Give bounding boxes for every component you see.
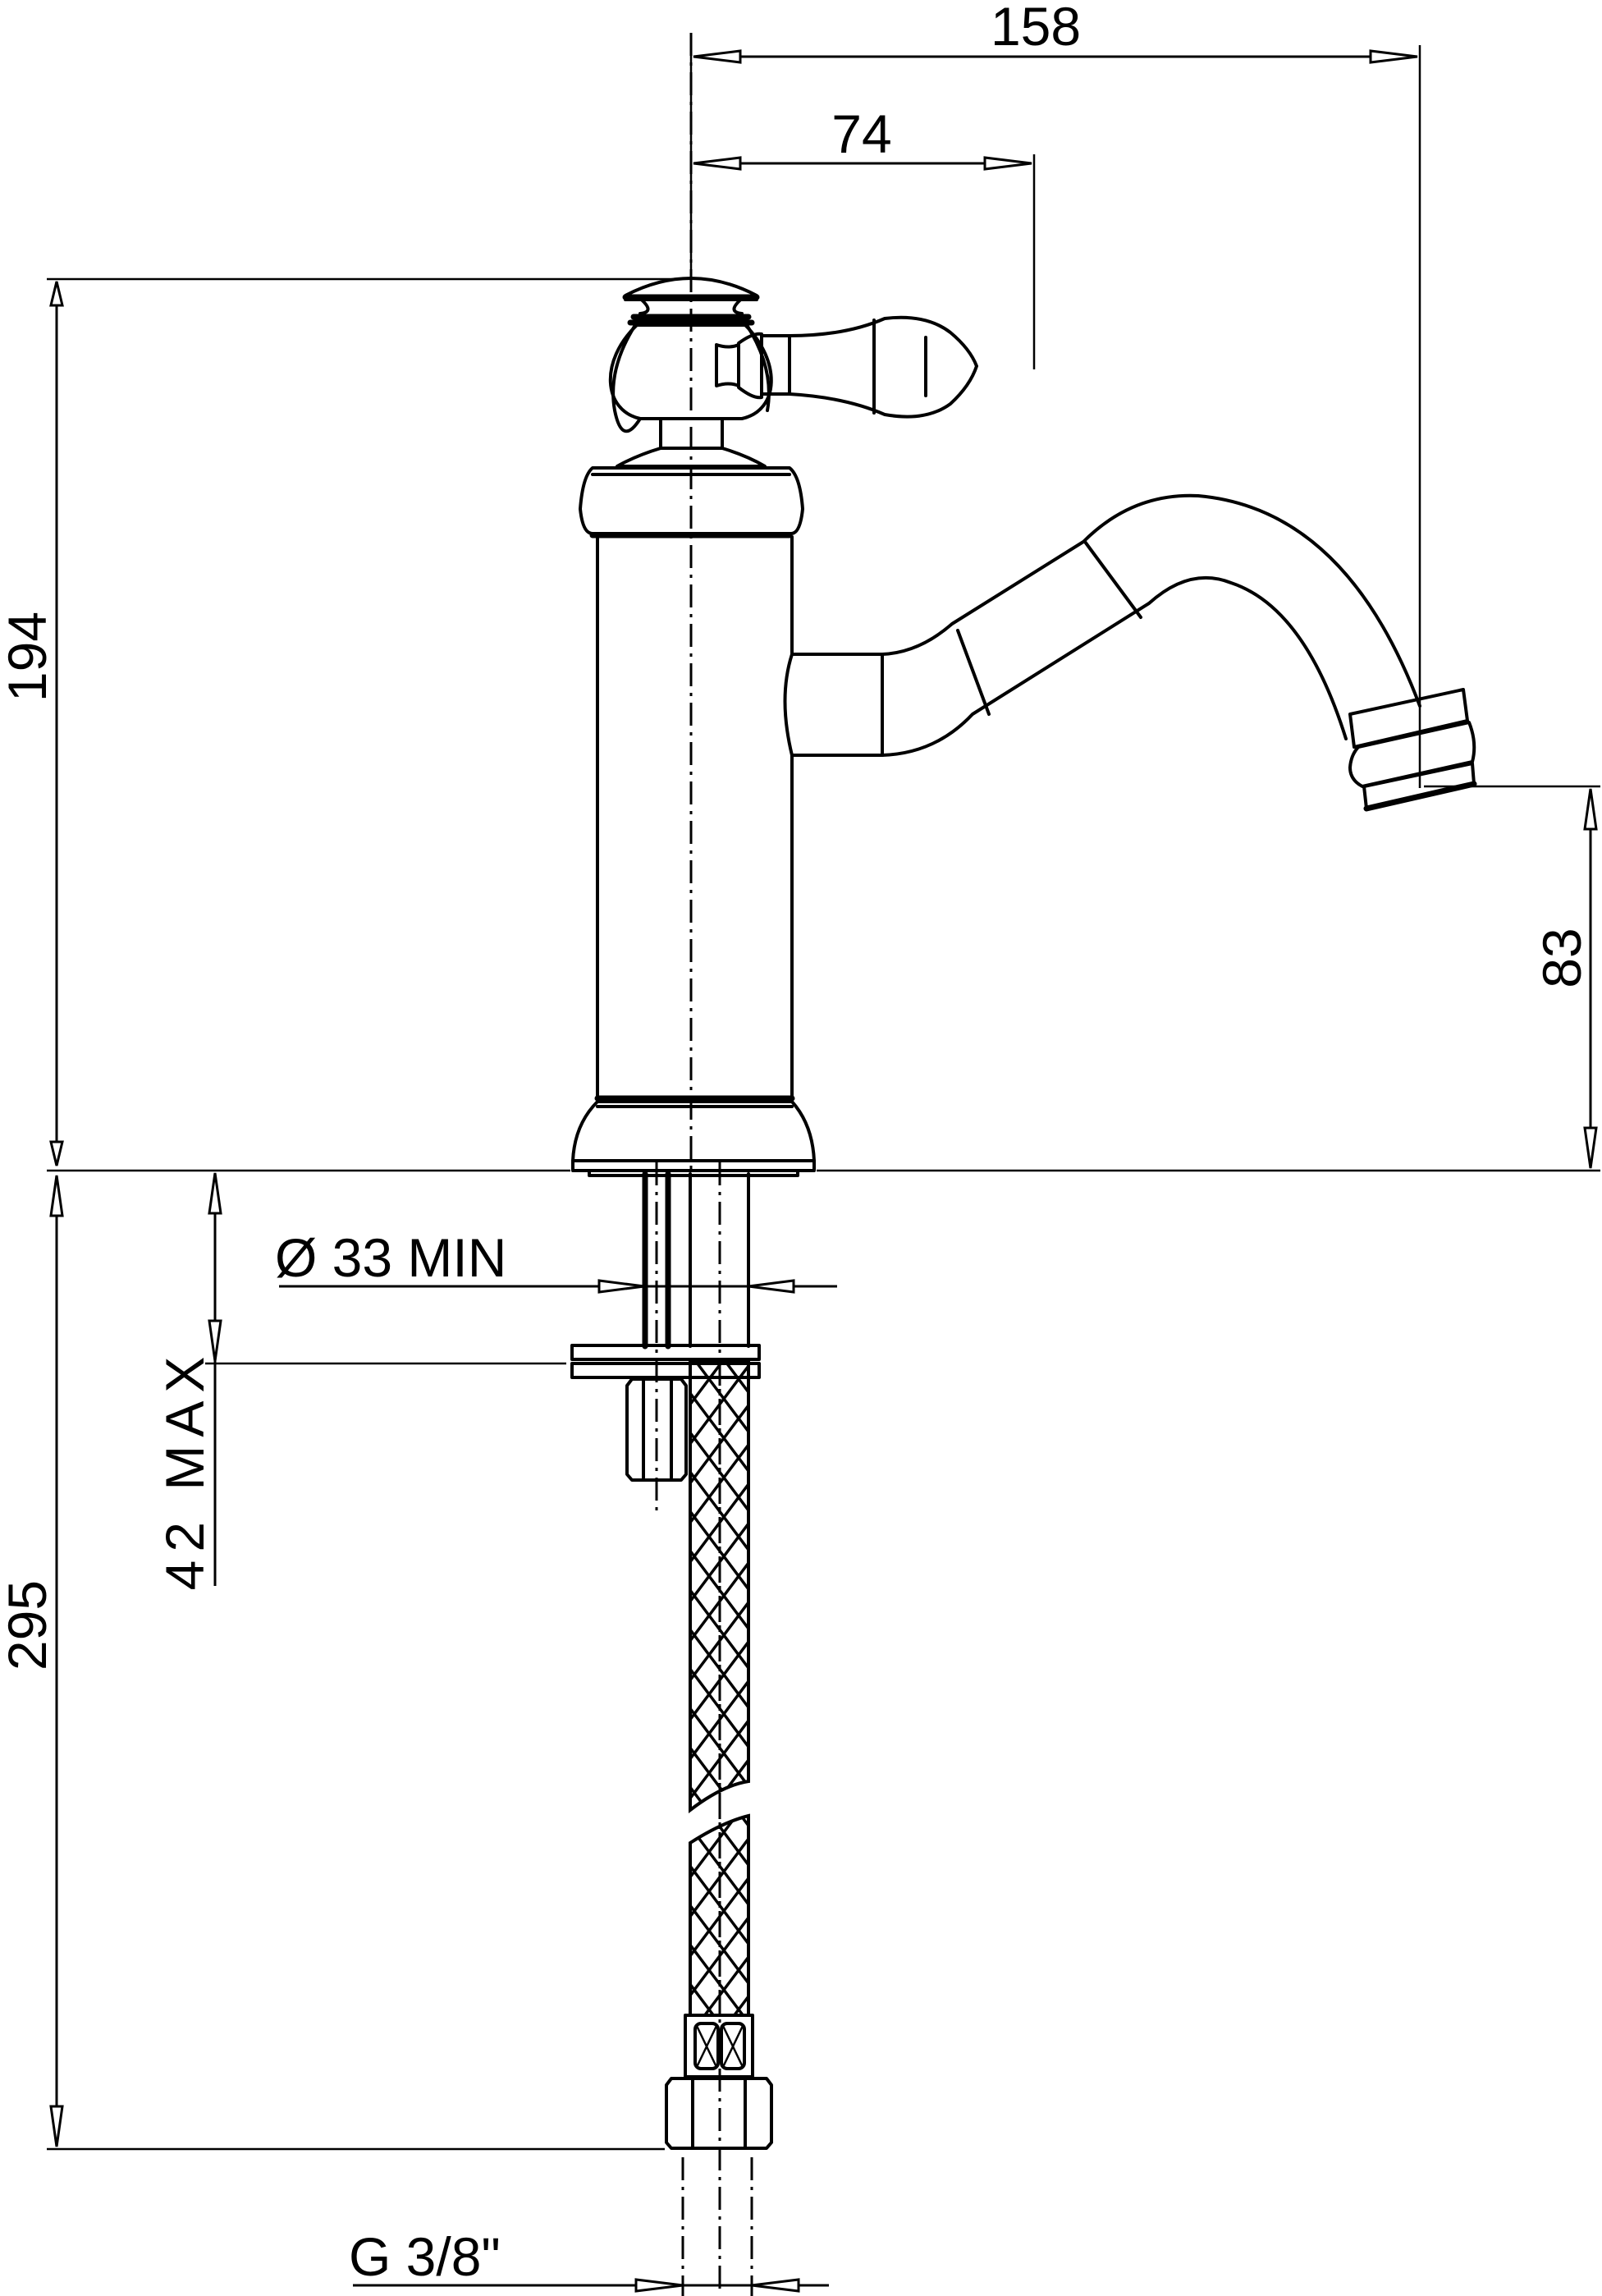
s-curve-spout	[783, 493, 1421, 757]
hose-ferrule	[684, 2014, 754, 2078]
dimension-label-83: 83	[1531, 928, 1592, 988]
hex-nut	[625, 1377, 688, 1482]
dimension-label-74: 74	[831, 103, 891, 164]
lever-handle	[715, 315, 978, 419]
cartridge-cap	[622, 277, 760, 326]
dimension-overall-reach: 158	[689, 0, 1421, 788]
threaded-stud	[642, 1162, 671, 1510]
dimension-hose-length: 295	[0, 1175, 665, 2151]
dimension-label-194: 194	[0, 612, 57, 702]
hose-connector-nut	[665, 2077, 773, 2150]
dimension-overall-height: 194	[0, 277, 681, 1166]
braided-flexible-hose	[689, 1361, 750, 2017]
base-flange	[571, 1100, 816, 1177]
dimension-connection-thread: G 3/8"	[349, 2157, 829, 2296]
dimension-label-thread: G 3/8"	[349, 2226, 501, 2287]
dimension-spout-height: 83	[1424, 785, 1600, 1169]
aerator	[1348, 688, 1477, 812]
dimension-label-hole-diameter: Ø 33 MIN	[275, 1227, 506, 1288]
dimension-deck-thickness: 42 MAX	[154, 1172, 566, 1591]
body-top-collar	[579, 466, 804, 538]
dimension-label-158: 158	[991, 0, 1081, 57]
dimension-handle-reach: 74	[693, 103, 1036, 369]
dimension-hole-diameter: Ø 33 MIN	[275, 1227, 837, 1294]
dimension-label-295: 295	[0, 1580, 57, 1670]
body-column	[594, 535, 795, 1102]
dimension-label-42-max: 42 MAX	[154, 1349, 215, 1591]
